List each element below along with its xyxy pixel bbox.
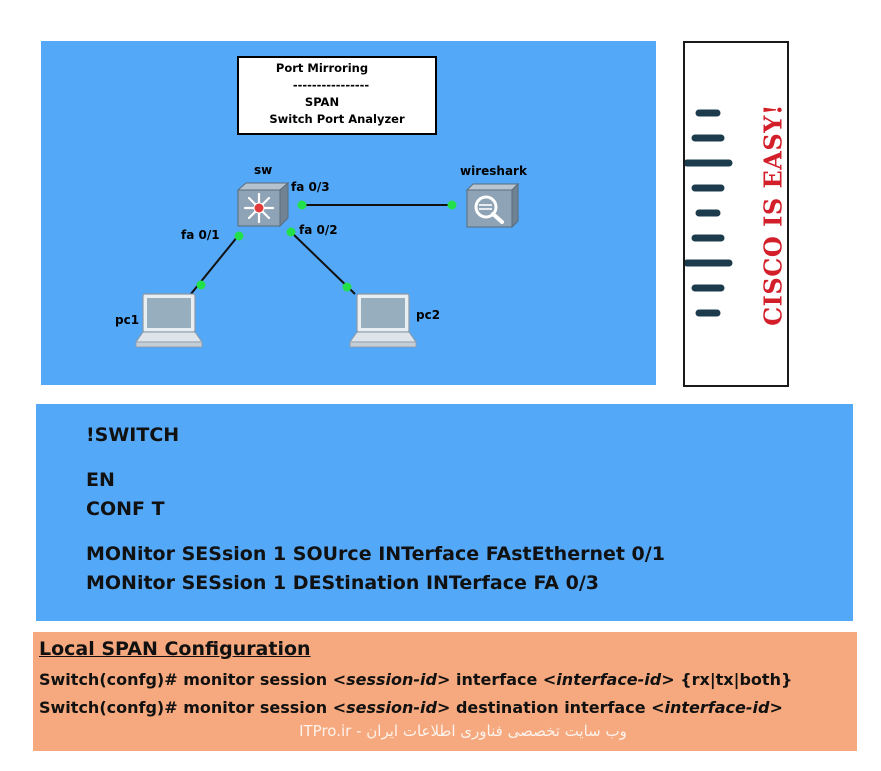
link-dot: [297, 200, 307, 210]
pc2-laptop-icon[interactable]: [349, 293, 417, 348]
switch-icon[interactable]: [236, 181, 290, 228]
command-conf-t: CONF T: [86, 498, 165, 520]
command-panel: !SWITCH EN CONF T MONitor SESsion 1 SOUr…: [36, 404, 853, 621]
port-label-fa03: fa 0/3: [291, 180, 330, 194]
cisco-is-easy-text: CISCO IS EASY!: [758, 104, 788, 326]
link-dot: [342, 282, 352, 292]
pc1-laptop-icon[interactable]: [135, 293, 203, 348]
pc1-label: pc1: [115, 313, 140, 327]
diagram-title-box: Port Mirroring ---------------- SPAN Swi…: [237, 56, 437, 135]
title-line-span: SPAN: [304, 95, 340, 109]
cisco-bars-icon: [685, 109, 733, 317]
title-line-port-mirroring: Port Mirroring: [275, 61, 369, 75]
switch-label: sw: [254, 163, 273, 177]
pc2-label: pc2: [416, 308, 441, 322]
local-span-line-destination: Switch(confg)# monitor session <session-…: [39, 698, 783, 717]
title-line-switch-port-analyzer: Switch Port Analyzer: [269, 112, 405, 126]
cisco-logo-panel: CISCO IS EASY!: [683, 41, 789, 387]
link-dot: [286, 227, 296, 237]
analyzer-icon[interactable]: [465, 182, 520, 229]
title-line-separator: ----------------: [292, 78, 370, 92]
command-en: EN: [86, 469, 115, 491]
link-sw-pc1: [185, 235, 239, 301]
command-comment: !SWITCH: [86, 424, 180, 446]
port-label-fa01: fa 0/1: [181, 228, 220, 242]
link-dot: [447, 200, 457, 210]
link-dot: [196, 280, 206, 290]
topology-links: [135, 181, 520, 348]
watermark-text: ITPro.ir - وب سایت تخصصی فناوری اطلاعات …: [299, 722, 627, 740]
command-monitor-source: MONitor SESsion 1 SOUrce INTerface FAstE…: [86, 543, 665, 565]
analyzer-label: wireshark: [460, 164, 527, 178]
command-monitor-destination: MONitor SESsion 1 DEStination INTerface …: [86, 572, 599, 594]
link-dot: [234, 231, 244, 241]
local-span-line-source: Switch(confg)# monitor session <session-…: [39, 670, 793, 689]
local-span-panel: Local SPAN Configuration Switch(confg)# …: [33, 632, 857, 751]
port-label-fa02: fa 0/2: [299, 223, 338, 237]
local-span-title: Local SPAN Configuration: [39, 638, 311, 660]
